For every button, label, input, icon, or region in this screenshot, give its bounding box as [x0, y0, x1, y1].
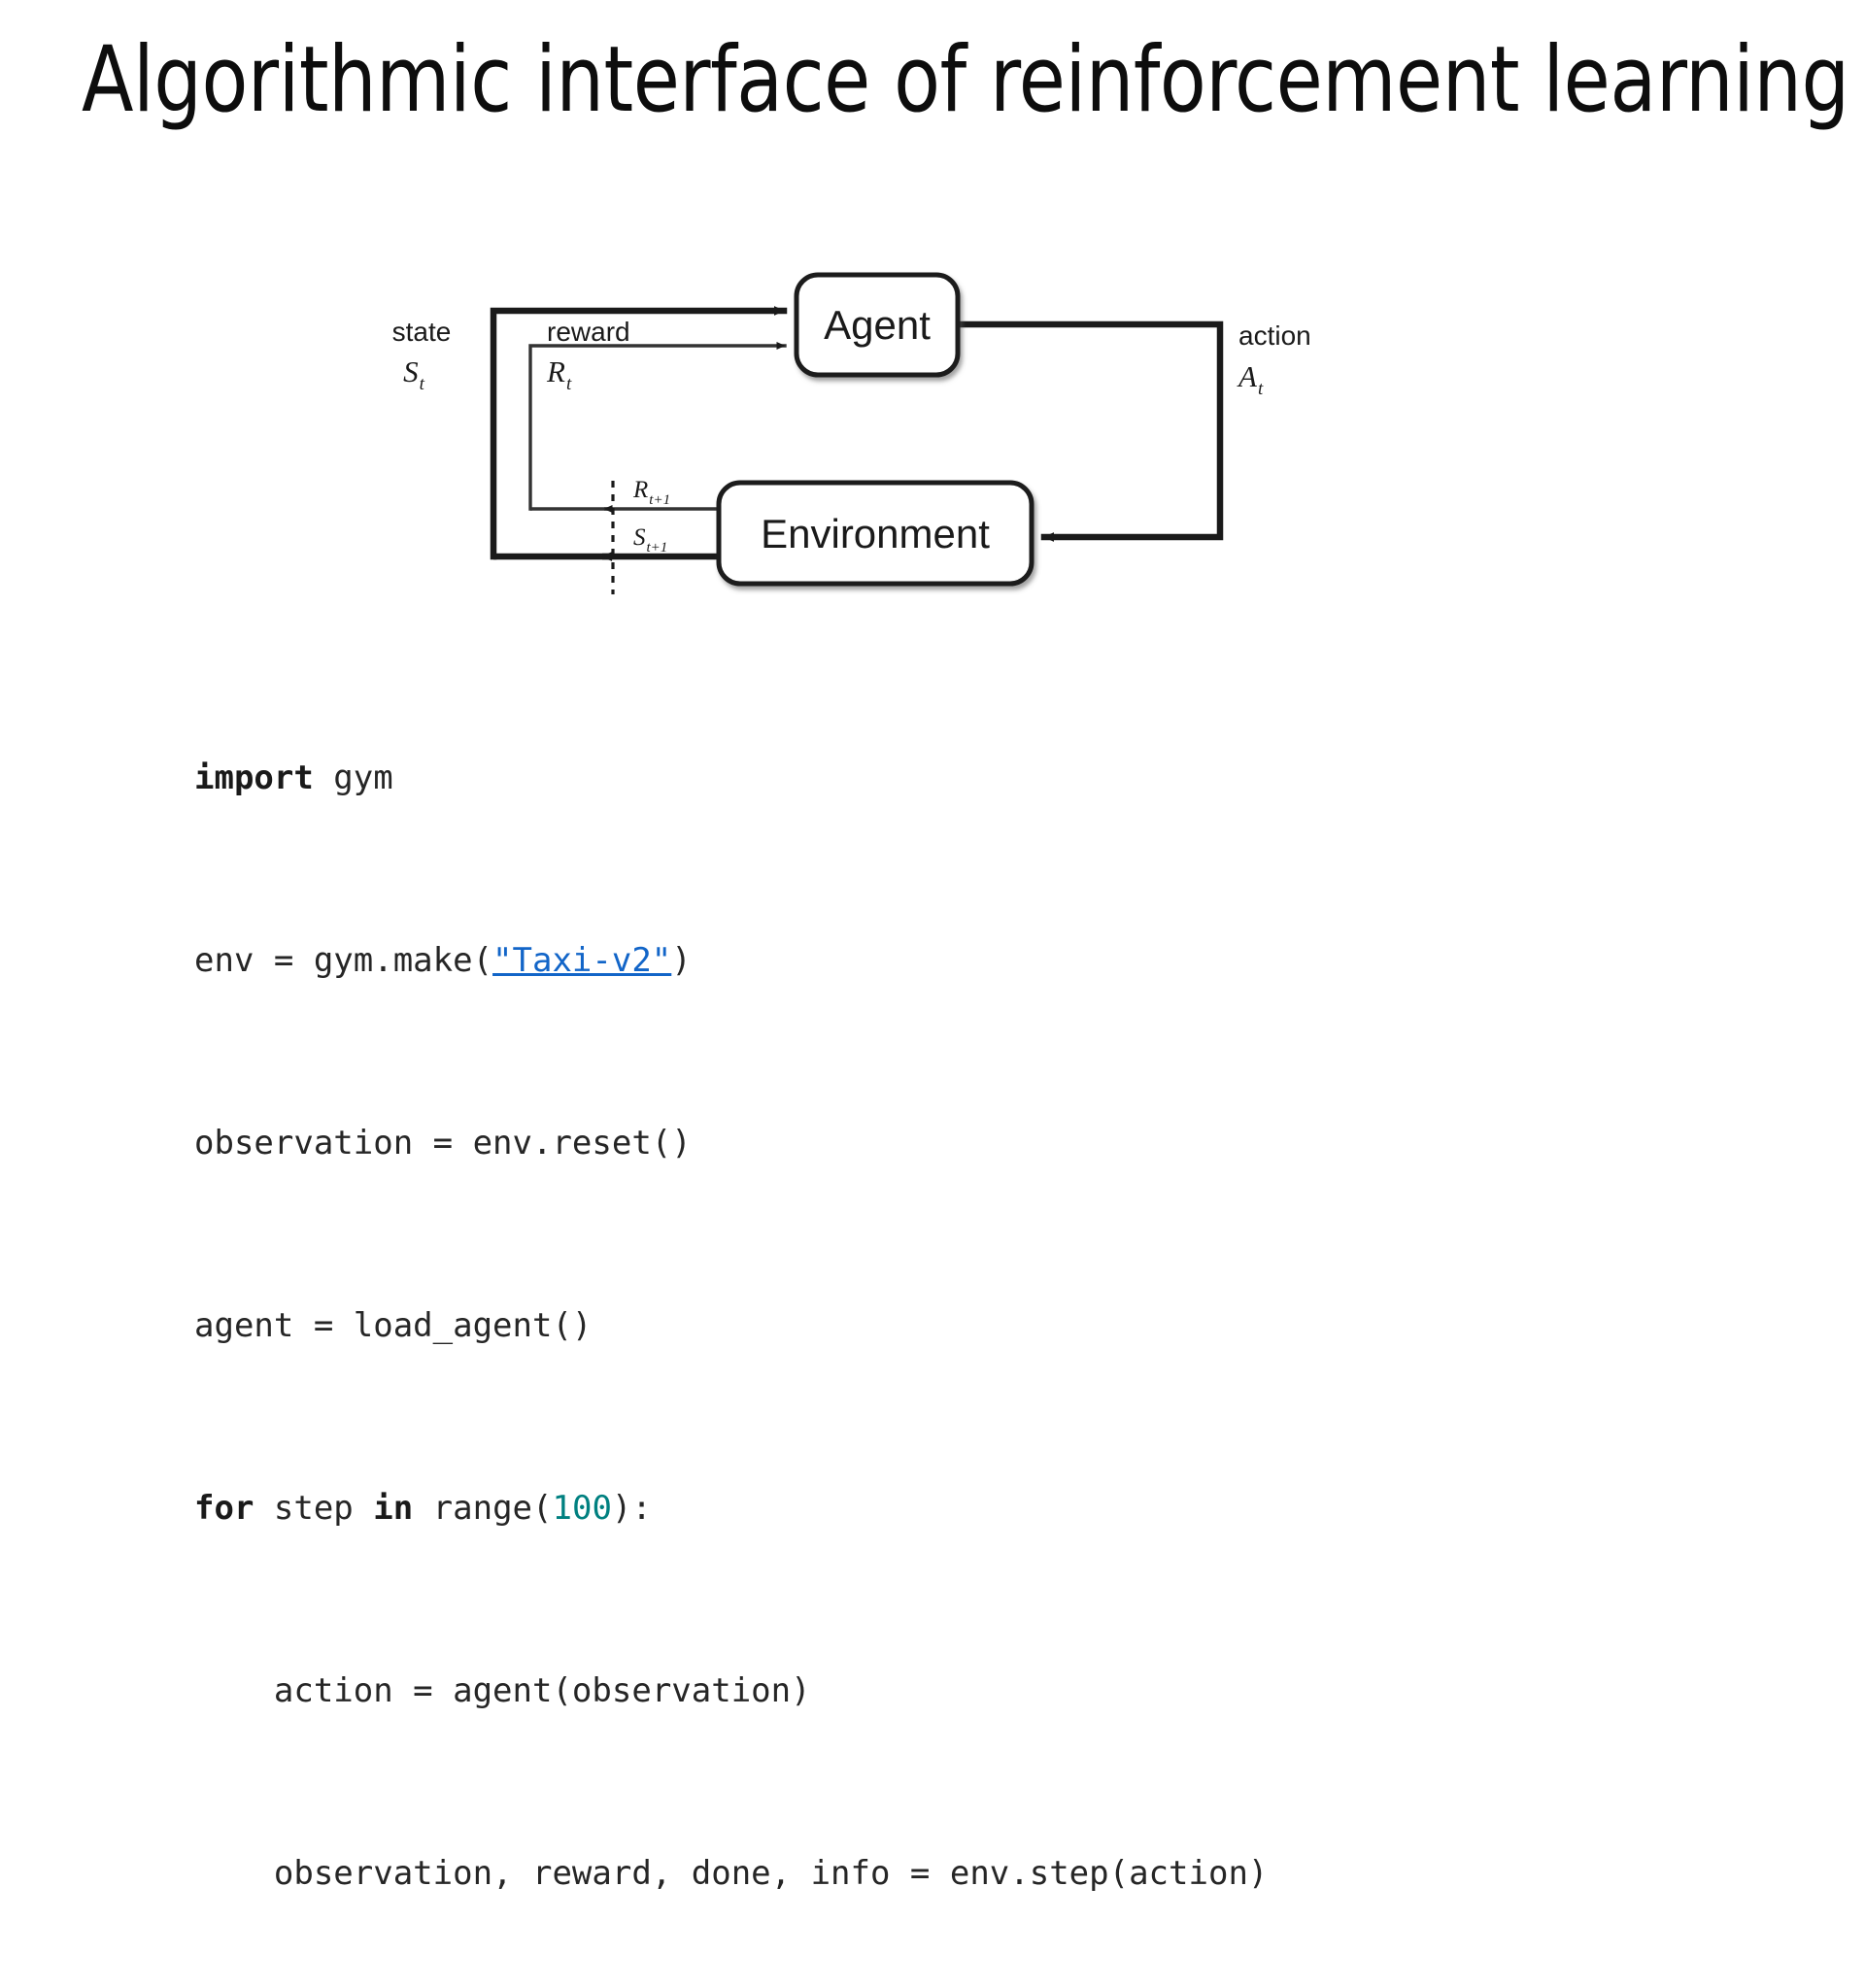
- label-state: state St: [392, 317, 452, 394]
- code-line: import gym: [194, 756, 1268, 801]
- code-line: agent = load_agent(): [194, 1303, 1268, 1349]
- node-agent: Agent: [794, 272, 961, 378]
- code-block: import gym env = gym.make("Taxi-v2") obs…: [194, 664, 1268, 1988]
- code-line: observation, reward, done, info = env.st…: [194, 1851, 1269, 1897]
- node-environment: Environment: [716, 480, 1034, 587]
- code-token-number: 100: [552, 1489, 612, 1528]
- label-action: action At: [1237, 320, 1311, 399]
- node-environment-label: Environment: [761, 511, 990, 556]
- label-action-symbol: At: [1237, 359, 1264, 399]
- page-title: Algorithmic interface of reinforcement l…: [82, 27, 1849, 133]
- code-token-plain: action = agent(observation): [273, 1671, 811, 1710]
- label-action-word: action: [1238, 320, 1311, 351]
- slide-canvas: Algorithmic interface of reinforcement l…: [0, 27, 1850, 1893]
- code-token-plain: env = gym.make(: [194, 941, 493, 980]
- edge-state: [490, 306, 788, 560]
- code-token-plain: gym: [313, 758, 393, 797]
- label-reward-word: reward: [547, 317, 630, 347]
- code-token-keyword: for: [194, 1489, 254, 1528]
- code-line: env = gym.make("Taxi-v2"): [194, 938, 1268, 984]
- label-reward: reward Rt: [546, 317, 630, 394]
- code-token-keyword: in: [373, 1489, 414, 1528]
- label-state-word: state: [392, 317, 452, 347]
- label-reward-next-symbol: Rt+1: [632, 477, 670, 508]
- edge-action: [953, 320, 1224, 542]
- env-id-link[interactable]: "Taxi-v2": [492, 941, 672, 980]
- label-reward-symbol: Rt: [546, 354, 572, 394]
- rl-loop-diagram: Agent Environment state St reward Rt act…: [0, 194, 1457, 612]
- code-line: observation = env.reset(): [194, 1121, 1268, 1166]
- code-token-plain: step: [254, 1489, 374, 1528]
- code-token-plain: ):: [611, 1489, 652, 1528]
- code-token-plain: ): [671, 941, 692, 980]
- label-state-next-symbol: St+1: [633, 524, 667, 556]
- code-line: for step in range(100):: [194, 1486, 1268, 1532]
- edge-reward: [528, 342, 787, 511]
- label-state-symbol: St: [403, 354, 425, 394]
- code-token-plain: observation = env.reset(): [194, 1124, 692, 1162]
- code-line: action = agent(observation): [194, 1668, 1268, 1714]
- code-token-plain: observation, reward, done, info = env.st…: [273, 1854, 1269, 1893]
- node-agent-label: Agent: [824, 302, 931, 348]
- code-token-plain: range(: [413, 1489, 553, 1528]
- code-token-keyword: import: [194, 758, 314, 797]
- code-token-plain: agent = load_agent(): [194, 1306, 593, 1345]
